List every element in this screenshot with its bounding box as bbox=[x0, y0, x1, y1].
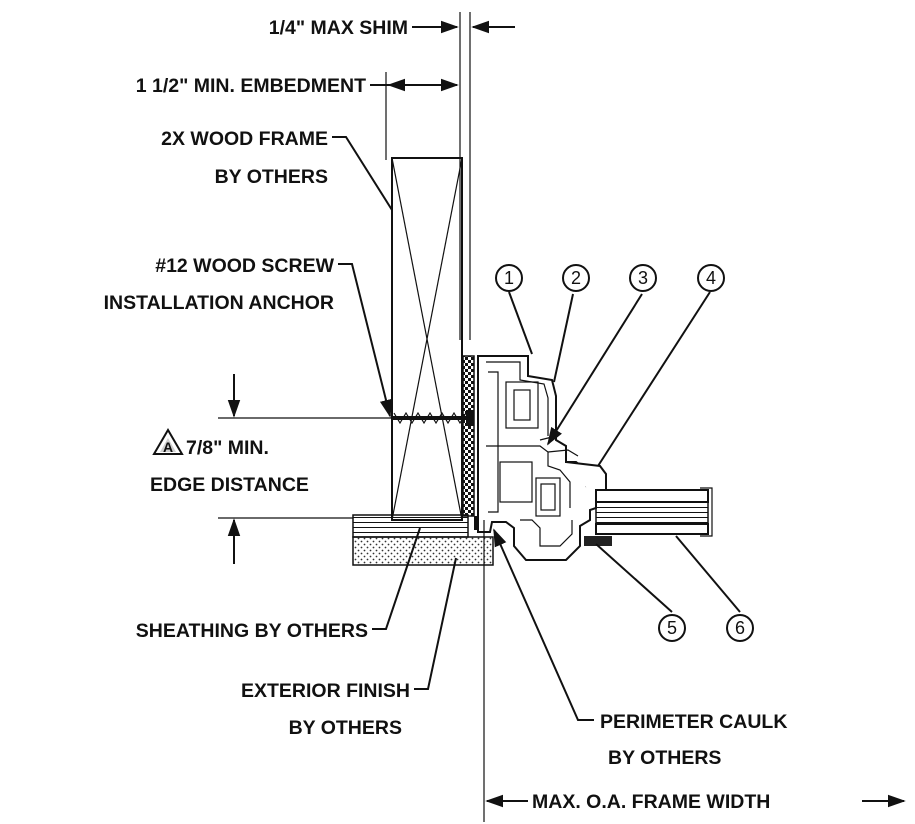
edge-distance-dimension bbox=[218, 374, 392, 564]
frame-width-label: MAX. O.A. FRAME WIDTH bbox=[532, 791, 770, 813]
edge-distance-label-2: EDGE DISTANCE bbox=[150, 474, 309, 496]
wood-frame bbox=[391, 157, 463, 521]
svg-text:6: 6 bbox=[735, 618, 745, 638]
exterior-finish-label-1: EXTERIOR FINISH bbox=[241, 680, 410, 702]
svg-text:1: 1 bbox=[504, 268, 514, 288]
window-frame-profile bbox=[477, 355, 597, 561]
exterior-finish-label-2: BY OTHERS bbox=[289, 717, 402, 739]
callout-6: 6 bbox=[726, 614, 754, 642]
perimeter-caulk-label-1: PERIMETER CAULK bbox=[600, 711, 787, 733]
svg-text:2: 2 bbox=[571, 268, 581, 288]
perimeter-caulk-label-2: BY OTHERS bbox=[608, 747, 721, 769]
callout-5: 5 bbox=[658, 614, 686, 642]
svg-text:3: 3 bbox=[638, 268, 648, 288]
svg-text:4: 4 bbox=[706, 268, 716, 288]
callout-3: 3 bbox=[629, 264, 657, 292]
revision-triangle-icon: A bbox=[152, 428, 184, 455]
embedment-dimension bbox=[370, 72, 459, 160]
svg-text:5: 5 bbox=[667, 618, 677, 638]
exterior-finish bbox=[352, 536, 494, 566]
embedment-label: 1 1/2" MIN. EMBEDMENT bbox=[136, 75, 366, 97]
edge-distance-label-1: 7/8" MIN. bbox=[186, 437, 269, 459]
shim-dimension bbox=[412, 12, 515, 340]
frame-width-dimension bbox=[483, 520, 906, 822]
shim-label: 1/4" MAX SHIM bbox=[269, 17, 408, 39]
wood-screw bbox=[392, 410, 474, 426]
sheathing bbox=[352, 514, 469, 538]
glazing-unit bbox=[565, 461, 713, 546]
callout-2: 2 bbox=[562, 264, 590, 292]
leaders bbox=[332, 136, 741, 721]
callout-4: 4 bbox=[697, 264, 725, 292]
wood-frame-label-1: 2X WOOD FRAME bbox=[161, 128, 328, 150]
screw-label-2: INSTALLATION ANCHOR bbox=[104, 292, 334, 314]
screw-label-1: #12 WOOD SCREW bbox=[155, 255, 334, 277]
sheathing-label: SHEATHING BY OTHERS bbox=[136, 620, 368, 642]
svg-text:A: A bbox=[163, 439, 173, 455]
wood-frame-label-2: BY OTHERS bbox=[215, 166, 328, 188]
callout-1: 1 bbox=[495, 264, 523, 292]
